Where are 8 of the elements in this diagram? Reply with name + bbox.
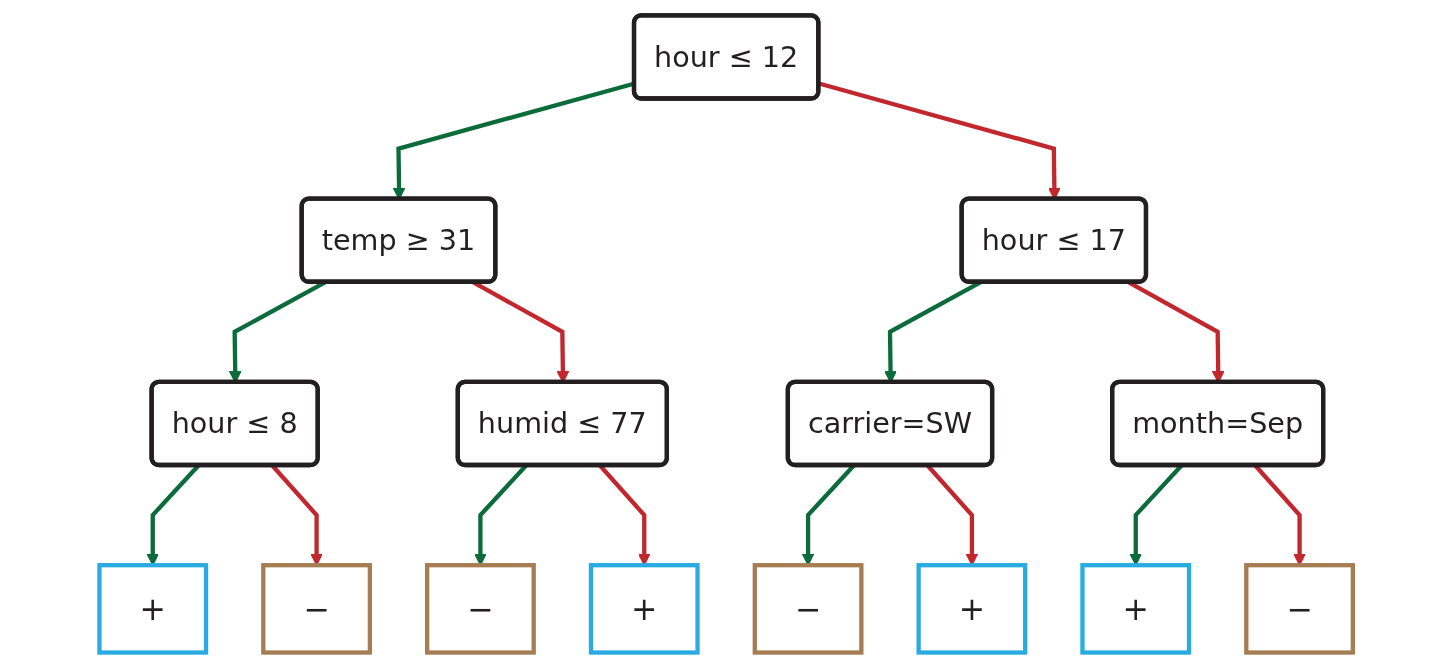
node-box: − (261, 563, 373, 655)
node-box: − (425, 563, 537, 655)
node-box: − (1244, 563, 1356, 655)
node-box: − (752, 563, 864, 655)
node-box: + (916, 563, 1028, 655)
node-box: + (1080, 563, 1192, 655)
node-box: + (589, 563, 700, 655)
node-box: + (97, 563, 209, 655)
